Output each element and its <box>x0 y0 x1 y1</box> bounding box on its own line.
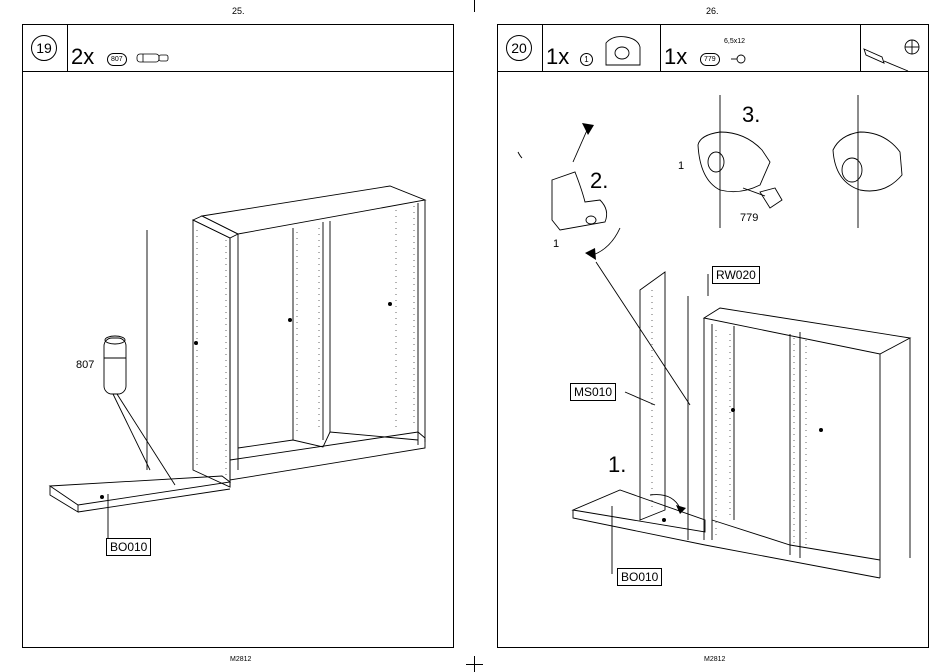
screw-label-779: 779 <box>740 212 758 224</box>
step-1-label: 1. <box>608 452 626 478</box>
panel-label-rw020: RW020 <box>712 266 760 284</box>
step-2-label: 2. <box>590 168 608 194</box>
bracket-detail-label: 1 <box>678 160 684 172</box>
bracket-label: 1 <box>553 238 559 250</box>
panel-label-bo010: BO010 <box>617 568 662 586</box>
footer-code: M2812 <box>704 656 725 663</box>
step-3-label: 3. <box>742 102 760 128</box>
crop-mark <box>466 664 483 665</box>
panel-label-ms010: MS010 <box>570 383 616 401</box>
